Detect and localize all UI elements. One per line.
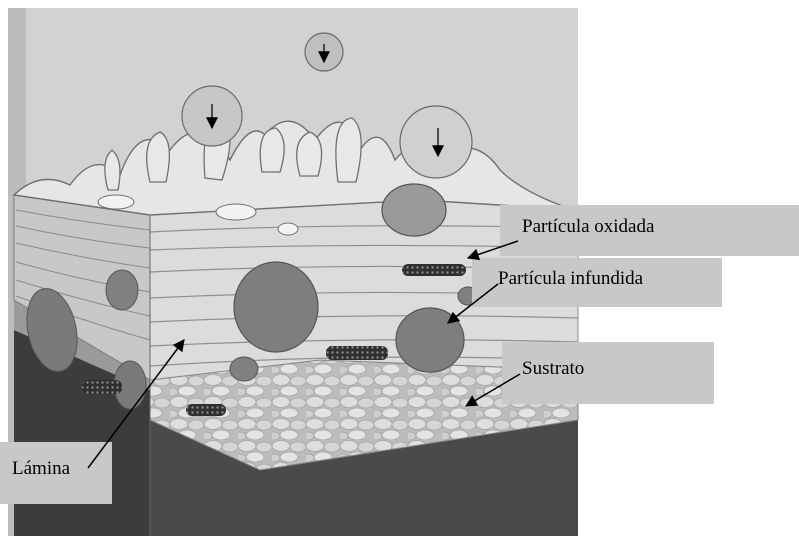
label-substrate: Sustrato — [522, 358, 584, 379]
small-particle-1 — [230, 357, 258, 381]
membrane-hole-2 — [216, 204, 256, 220]
dark-gap-1 — [326, 346, 388, 360]
falling-particle-right — [400, 106, 472, 178]
left-dark-gap — [82, 380, 122, 394]
dark-gap-2 — [402, 264, 466, 276]
left-particle-2 — [106, 270, 138, 310]
label-infused-particle: Partícula infundida — [498, 268, 644, 289]
falling-particle-left — [182, 86, 242, 146]
oxidized-particle — [382, 184, 446, 236]
label-oxidized-particle: Partícula oxidada — [522, 216, 655, 237]
falling-particle-small — [305, 33, 343, 71]
membrane-hole-3 — [278, 223, 298, 235]
membrane-hole-1 — [98, 195, 134, 209]
dark-gap-3 — [186, 404, 226, 416]
large-infused-particle — [234, 262, 318, 352]
label-lamina: Lámina — [12, 458, 71, 479]
